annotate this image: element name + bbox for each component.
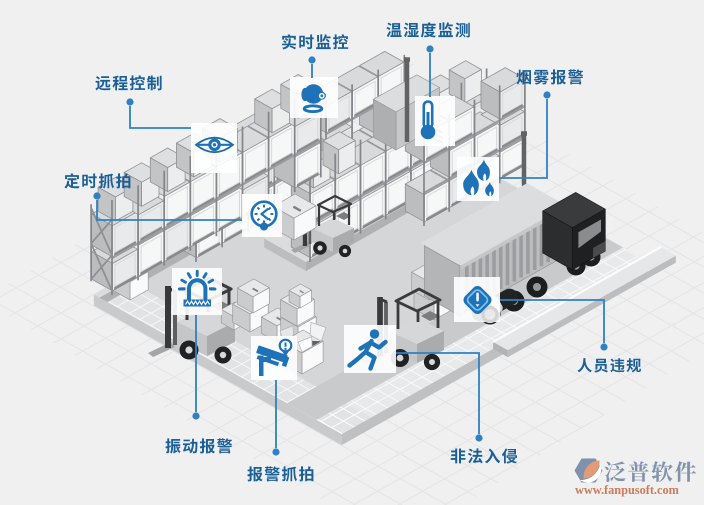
svg-text:www.fanpusoft.com: www.fanpusoft.com: [575, 483, 680, 497]
